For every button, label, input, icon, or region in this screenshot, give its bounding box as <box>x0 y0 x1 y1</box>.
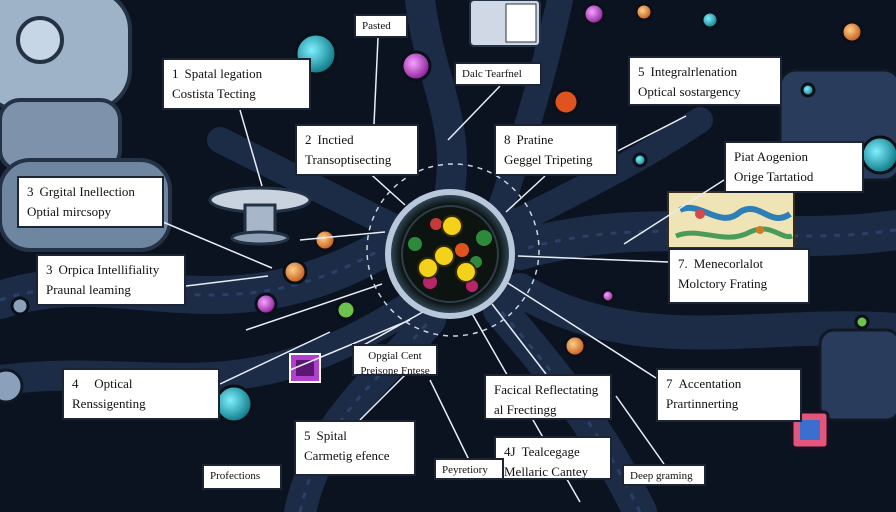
label-optical-renssigenting: 4 Optical Renssigenting <box>62 368 220 420</box>
top-device <box>469 0 541 47</box>
label-pasted: Pasted <box>354 14 408 38</box>
label-opgial-cent: Opgial Cent Preisone Fntese <box>352 344 438 376</box>
label-facical-reflectating: Facical Reflectating al Frectingg <box>484 374 612 420</box>
label-deep-graming: Deep graming <box>622 464 706 486</box>
heatmap-panel <box>667 191 795 249</box>
label-piat-aogenion: Piat Aogenion Orige Tartatiod <box>724 141 864 193</box>
label-peyretiory: Peyretiory <box>434 458 504 480</box>
label-menecorlalot: 7.Menecorlalot Molctory Frating <box>668 248 810 304</box>
label-profections: Profections <box>202 464 282 490</box>
platform-illustration <box>208 186 312 246</box>
decorative-orbs <box>10 2 870 424</box>
label-dalc-tearfnel: Dalc Tearfnel <box>454 62 542 86</box>
central-petri-dish <box>366 163 540 337</box>
